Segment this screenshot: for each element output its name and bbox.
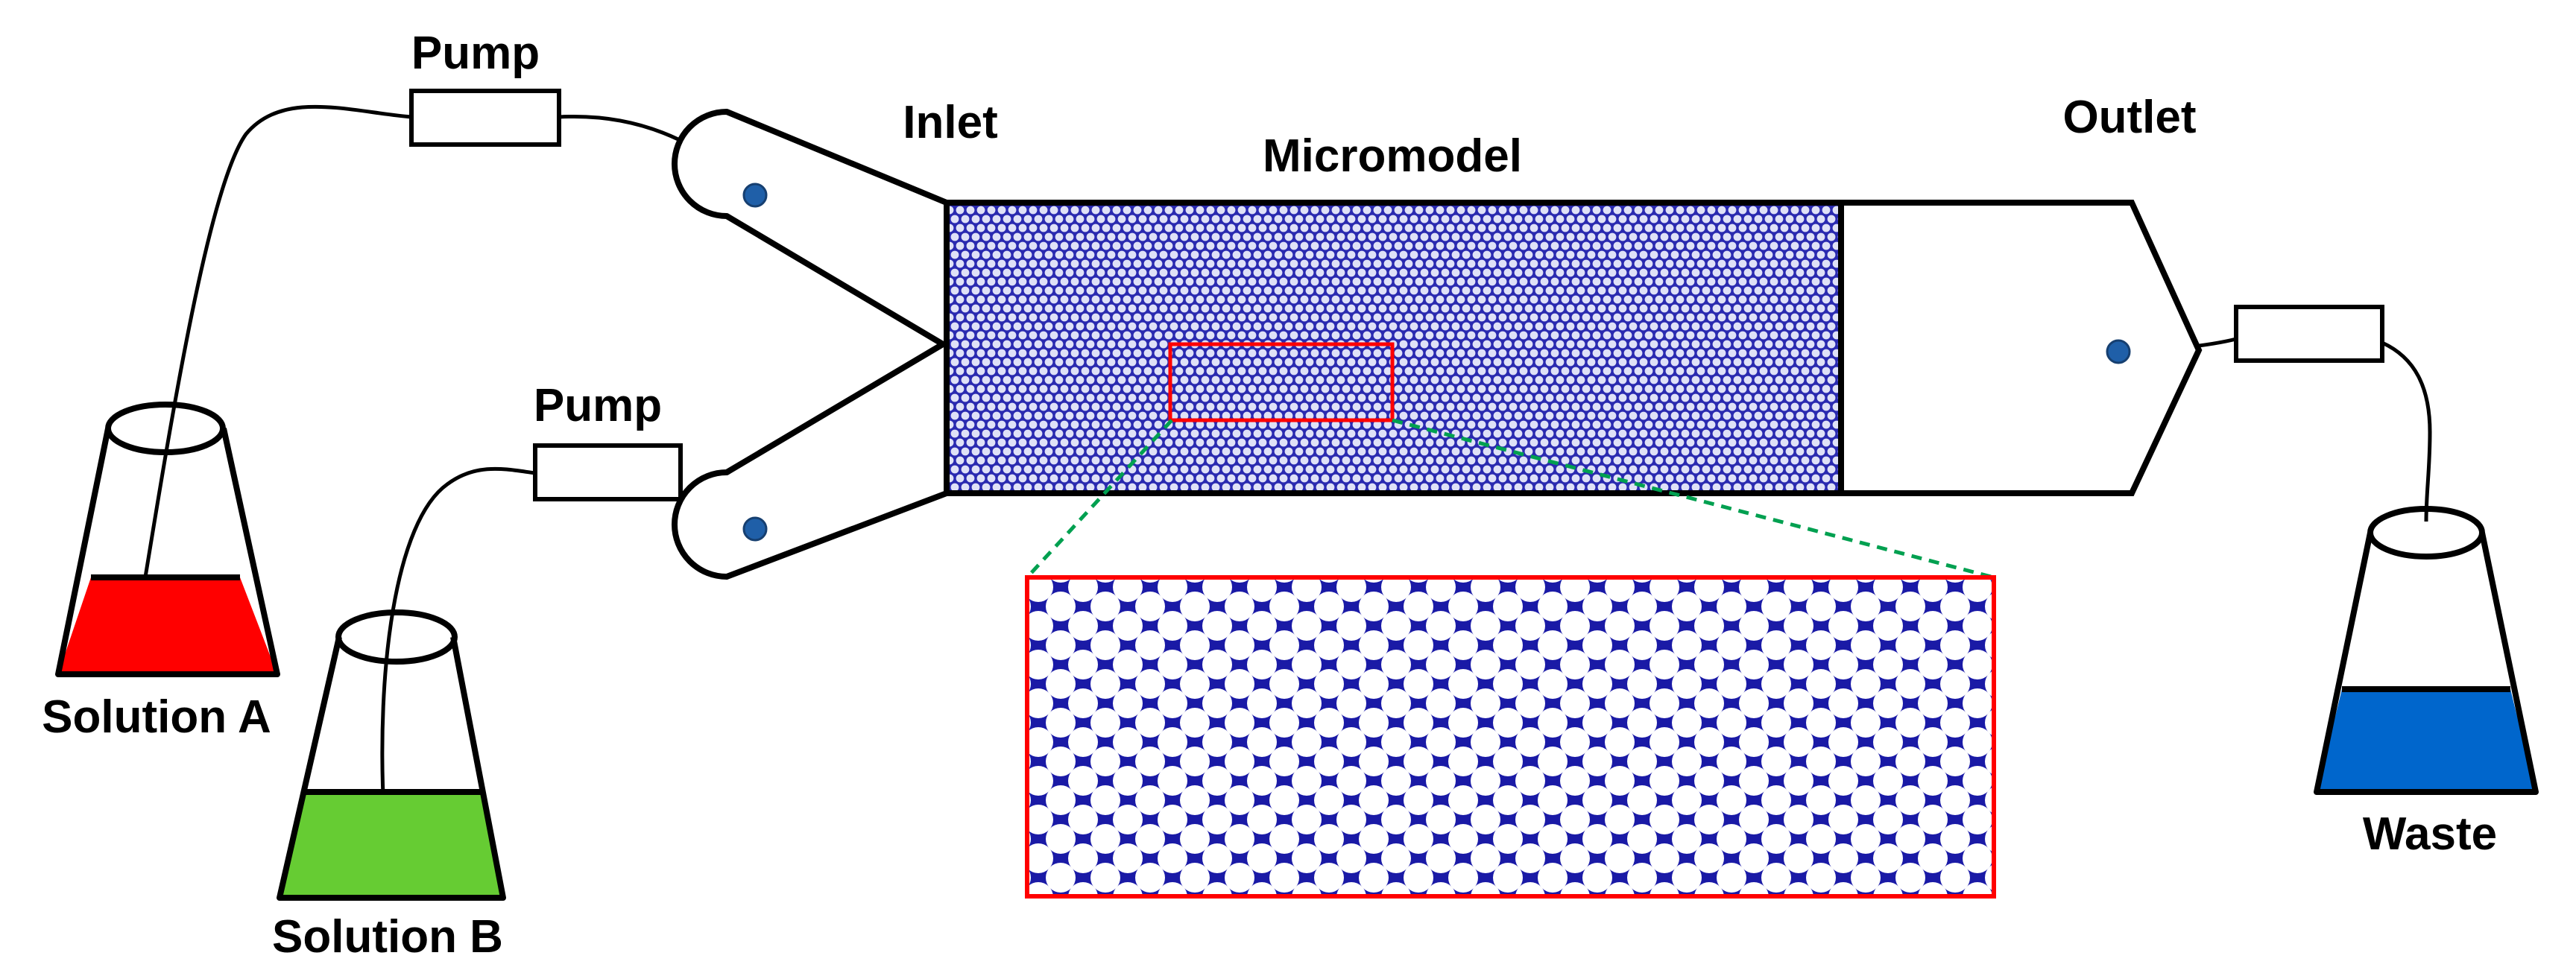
waste-label: Waste bbox=[2363, 808, 2497, 860]
pump-icon bbox=[2234, 305, 2384, 363]
inlet-port-top bbox=[742, 183, 768, 208]
tube-solution-a-to-pump bbox=[139, 104, 412, 601]
zoom-connector-lines bbox=[1026, 418, 1995, 580]
pump-top-label: Pump bbox=[411, 28, 540, 79]
tube-pump-to-waste bbox=[2381, 340, 2432, 522]
outlet-port bbox=[2106, 339, 2131, 364]
flask-icon bbox=[55, 402, 280, 677]
pump-icon bbox=[533, 443, 683, 501]
zoom-region-marker bbox=[1168, 342, 1395, 422]
solution-b-label: Solution B bbox=[272, 911, 503, 963]
zoomed-pore-view bbox=[1025, 575, 1996, 899]
micromodel bbox=[944, 200, 1844, 496]
outlet-label: Outlet bbox=[2062, 92, 2196, 143]
pump-bottom-label: Pump bbox=[534, 380, 662, 431]
flask-icon bbox=[277, 609, 506, 901]
tube-solution-b-to-pump bbox=[380, 466, 536, 813]
micromodel-label: Micromodel bbox=[1263, 130, 1522, 182]
inlet-label: Inlet bbox=[903, 97, 997, 148]
solution-a-label: Solution A bbox=[42, 691, 271, 743]
outlet-chamber bbox=[1841, 200, 2203, 496]
inlet-manifold bbox=[672, 109, 950, 580]
flask-icon bbox=[2314, 506, 2539, 795]
inlet-port-bottom bbox=[742, 516, 768, 542]
pump-icon bbox=[409, 89, 561, 147]
